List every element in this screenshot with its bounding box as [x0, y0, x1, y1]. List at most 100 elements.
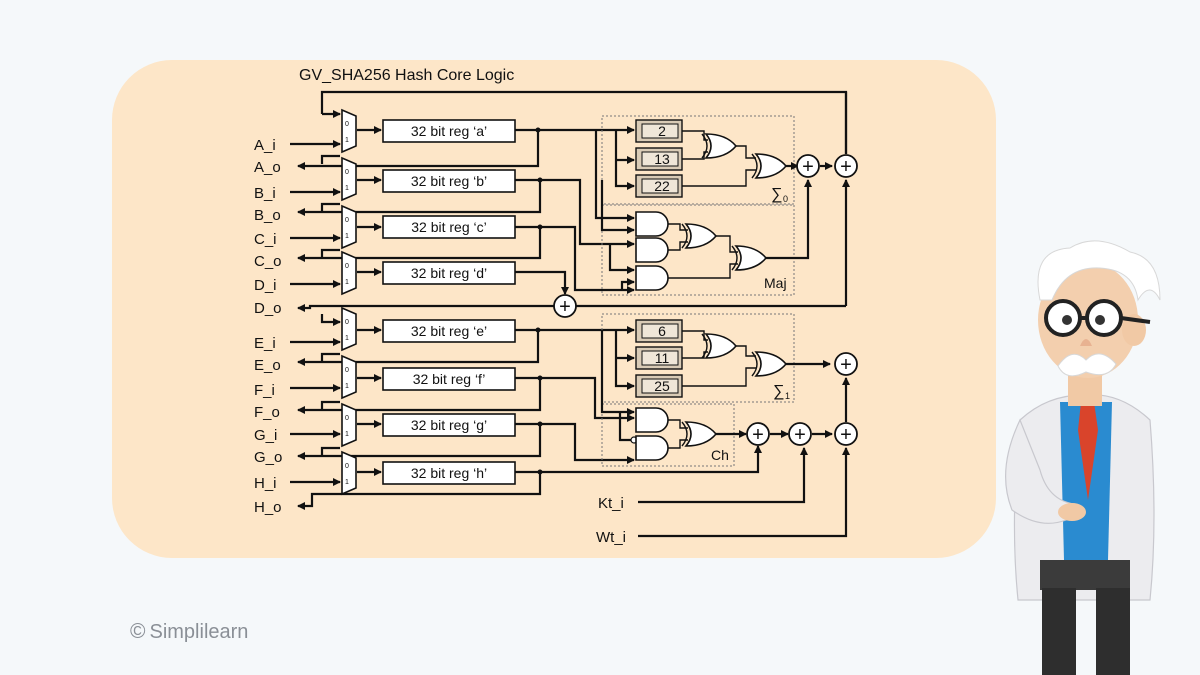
- rotate-22-label: 22: [654, 178, 670, 194]
- label-f-out: F_o: [254, 404, 280, 421]
- brand-name: Simplilearn: [149, 621, 249, 643]
- register-a-label: 32 bit reg ‘a’: [411, 123, 487, 139]
- rotate-2-label: 2: [658, 123, 666, 139]
- ch-label: Ch: [711, 447, 729, 463]
- label-c-out: C_o: [254, 253, 282, 270]
- mux-b: [341, 156, 357, 202]
- copyright-icon: ©: [130, 620, 146, 643]
- maj-and-gate-1: [635, 211, 669, 237]
- sigma0-xor-gate-1: [704, 133, 738, 159]
- maj-xor-gate-2: [734, 245, 768, 271]
- row-h: 0 1 32 bit reg ‘h’: [290, 445, 762, 510]
- sigma1-xor-gate-2: [754, 351, 788, 377]
- mux-h-label-1: 1: [345, 479, 349, 486]
- mux-a: [341, 108, 357, 154]
- mux-b-label-1: 1: [345, 185, 349, 192]
- mux-c: [341, 204, 357, 250]
- maj-xor-gate-1: [684, 223, 718, 249]
- mux-g-label-0: 0: [345, 415, 349, 422]
- row-e: 0 1 32 bit reg ‘e’: [290, 304, 846, 366]
- svg-text:+: +: [559, 296, 571, 318]
- svg-text:+: +: [802, 156, 814, 178]
- rotate-25-label: 25: [654, 378, 670, 394]
- register-c-label: 32 bit reg ‘c’: [411, 219, 486, 235]
- mux-f-label-1: 1: [345, 383, 349, 390]
- adder-wt: +: [834, 422, 858, 446]
- register-e-label: 32 bit reg ‘e’: [411, 323, 487, 339]
- adders: + + + + + + + Kt_i Wt_i: [553, 92, 858, 546]
- mux-c-label-1: 1: [345, 233, 349, 240]
- wt-label: Wt_i: [596, 529, 626, 546]
- mux-h: [341, 450, 357, 496]
- professor-illustration: [1005, 240, 1161, 675]
- mux-a-label-0: 0: [345, 121, 349, 128]
- register-d-label: 32 bit reg ‘d’: [411, 265, 487, 281]
- kt-label: Kt_i: [598, 495, 624, 512]
- adder-a-out: +: [834, 154, 858, 178]
- ch-and-gate-1: [635, 407, 669, 433]
- maj-and-gate-3: [635, 265, 669, 291]
- maj-label: Maj: [764, 275, 787, 291]
- row-f: 0 1 32 bit reg ‘f’: [290, 352, 635, 422]
- sigma0-label: ∑: [771, 186, 782, 203]
- svg-text:+: +: [840, 156, 852, 178]
- footer-brand: ©Simplilearn: [130, 620, 248, 644]
- sigma1-block: 6 11 25 ∑ 1: [601, 313, 831, 403]
- label-g-out: G_o: [254, 449, 282, 466]
- svg-text:+: +: [794, 424, 806, 446]
- mux-b-label-0: 0: [345, 169, 349, 176]
- label-e-out: E_o: [254, 357, 281, 374]
- row-c: 0 1 32 bit reg ‘c’: [290, 202, 635, 294]
- label-b-in: B_i: [254, 185, 276, 202]
- sigma0-xor-gate-2: [754, 153, 788, 179]
- register-h-label: 32 bit reg ‘h’: [411, 465, 487, 481]
- sigma1-subscript: 1: [785, 391, 790, 401]
- adder-kt: +: [788, 422, 812, 446]
- svg-text:+: +: [840, 354, 852, 376]
- svg-text:+: +: [840, 424, 852, 446]
- mux-h-label-0: 0: [345, 463, 349, 470]
- mux-e: [341, 306, 357, 352]
- mux-f: [341, 354, 357, 400]
- rotate-13-label: 13: [654, 151, 670, 167]
- row-d: 0 1 32 bit reg ‘d’: [290, 248, 569, 312]
- label-b-out: B_o: [254, 207, 281, 224]
- ch-block: Ch: [600, 330, 747, 467]
- label-g-in: G_i: [254, 427, 277, 444]
- maj-block: Maj: [594, 130, 812, 296]
- adder-sigma1: +: [834, 352, 858, 376]
- diagram-title: GV_SHA256 Hash Core Logic: [299, 67, 514, 84]
- svg-text:+: +: [752, 424, 764, 446]
- adder-sigma0-maj: +: [796, 154, 820, 178]
- mux-e-label-1: 1: [345, 335, 349, 342]
- io-labels: A_i A_o B_i B_o C_i C_o D_i D_o E_i E_o …: [254, 137, 282, 516]
- ch-xor-gate: [684, 421, 718, 447]
- register-g-label: 32 bit reg ‘g’: [411, 417, 487, 433]
- mux-d-label-0: 0: [345, 263, 349, 270]
- row-g: 0 1 32 bit reg ‘g’: [290, 400, 635, 464]
- register-f-label: 32 bit reg ‘f’: [413, 371, 486, 387]
- rotate-11-label: 11: [655, 350, 670, 366]
- mux-d: [341, 250, 357, 296]
- mux-g-label-1: 1: [345, 431, 349, 438]
- label-a-out: A_o: [254, 159, 281, 176]
- label-d-out: D_o: [254, 300, 282, 317]
- adder-ch-h: +: [746, 422, 770, 446]
- register-b-label: 32 bit reg ‘b’: [411, 173, 487, 189]
- mux-f-label-0: 0: [345, 367, 349, 374]
- row-b: 0 1 32 bit reg ‘b’: [290, 154, 635, 248]
- label-f-in: F_i: [254, 382, 275, 399]
- maj-and-gate-2: [635, 237, 669, 263]
- mux-e-label-0: 0: [345, 319, 349, 326]
- label-h-in: H_i: [254, 475, 277, 492]
- sigma0-block: 2 13 22 ∑ 0: [601, 115, 799, 205]
- mux-d-label-1: 1: [345, 279, 349, 286]
- ch-and-gate-2: [635, 435, 669, 461]
- rotate-6-label: 6: [658, 323, 666, 339]
- sigma1-xor-gate-1: [704, 333, 738, 359]
- mux-c-label-0: 0: [345, 217, 349, 224]
- adder-d-e: +: [553, 294, 577, 318]
- sigma1-label: ∑: [773, 383, 784, 400]
- label-e-in: E_i: [254, 335, 276, 352]
